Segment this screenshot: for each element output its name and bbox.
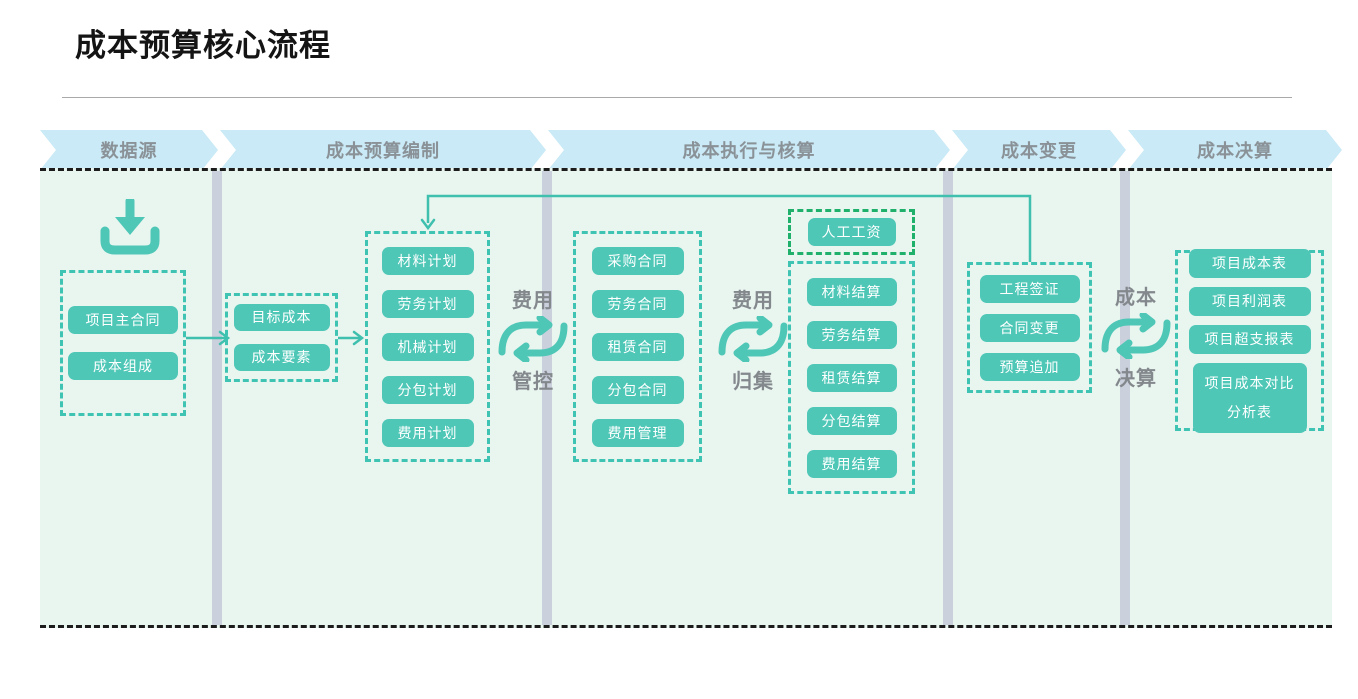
flow-node-subcontract-plan: 分包计划 — [381, 375, 474, 404]
flow-node-labor-wages: 人工工资 — [807, 218, 896, 246]
cycle-fee-collection: 费用 归集 — [710, 284, 796, 394]
flow-node-labor-plan: 劳务计划 — [381, 289, 474, 318]
flow-node-labor-settlement: 劳务结算 — [806, 320, 897, 349]
flow-node-target-cost: 目标成本 — [233, 304, 330, 331]
flow-node-cost-comparison-table: 项目成本对比分析表 — [1192, 362, 1307, 433]
stage-label: 成本变更 — [1001, 141, 1077, 161]
flow-canvas: 项目主合同 成本组成 目标成本 成本要素 材料计划 劳务计划 机械计划 分包计划… — [40, 168, 1332, 628]
stage-data-source: 数据源 — [40, 130, 218, 170]
group-settlements: 材料结算 劳务结算 租赁结算 分包结算 费用结算 — [788, 261, 915, 494]
column-divider — [943, 171, 953, 625]
flow-node-project-profit-table: 项目利润表 — [1188, 286, 1311, 316]
cycle-top-label: 费用 — [732, 290, 774, 312]
cycle-arrows-icon — [1101, 313, 1171, 359]
cycle-cost-settlement: 成本 决算 — [1093, 281, 1179, 391]
flow-node-expense-settlement: 费用结算 — [806, 449, 897, 478]
stage-final-accounts: 成本决算 — [1128, 130, 1342, 170]
cycle-arrows-icon — [498, 316, 568, 362]
group-data-source: 项目主合同 成本组成 — [60, 270, 186, 416]
column-divider — [1120, 171, 1130, 625]
stage-label: 成本决算 — [1197, 141, 1273, 161]
flow-node-material-settlement: 材料结算 — [806, 277, 897, 306]
group-contracts: 采购合同 劳务合同 租赁合同 分包合同 费用管理 — [573, 231, 702, 462]
flow-node-subcontract-settlement: 分包结算 — [806, 406, 897, 435]
stage-label: 成本执行与核算 — [682, 141, 816, 161]
flow-node-lease-contract: 租赁合同 — [591, 332, 684, 361]
flow-node-budget-addition: 预算追加 — [979, 352, 1080, 381]
flow-node-overspend-report: 项目超支报表 — [1188, 324, 1311, 354]
stage-label: 成本预算编制 — [326, 141, 440, 161]
group-cost-plans: 材料计划 劳务计划 机械计划 分包计划 费用计划 — [365, 231, 490, 462]
column-divider — [212, 171, 222, 625]
group-target-cost: 目标成本 成本要素 — [225, 293, 338, 382]
group-reports: 项目成本表 项目利润表 项目超支报表 项目成本对比分析表 — [1175, 248, 1324, 433]
column-divider — [542, 171, 552, 625]
title-divider — [62, 97, 1292, 98]
group-cost-changes: 工程签证 合同变更 预算追加 — [967, 262, 1092, 393]
flow-node-cost-elements: 成本要素 — [233, 344, 330, 371]
flow-node-machinery-plan: 机械计划 — [381, 332, 474, 361]
stage-execution-accounting: 成本执行与核算 — [548, 130, 950, 170]
flow-node-lease-settlement: 租赁结算 — [806, 363, 897, 392]
stage-cost-change: 成本变更 — [952, 130, 1126, 170]
cycle-top-label: 费用 — [512, 290, 554, 312]
cycle-top-label: 成本 — [1115, 287, 1157, 309]
flow-node-labor-contract: 劳务合同 — [591, 289, 684, 318]
cycle-fee-control: 费用 管控 — [490, 284, 576, 394]
flow-node-contract-change: 合同变更 — [979, 313, 1080, 342]
cycle-bottom-label: 决算 — [1115, 368, 1157, 390]
flow-node-engineering-visa: 工程签证 — [979, 274, 1080, 303]
download-icon — [100, 199, 160, 255]
cycle-bottom-label: 管控 — [512, 371, 554, 393]
flow-node-subcontract-contract: 分包合同 — [591, 375, 684, 404]
cycle-bottom-label: 归集 — [732, 371, 774, 393]
flow-node-cost-composition: 成本组成 — [68, 352, 178, 380]
page-title: 成本预算核心流程 — [75, 28, 331, 63]
stage-budget-preparation: 成本预算编制 — [220, 130, 546, 170]
flow-node-project-cost-table: 项目成本表 — [1188, 248, 1311, 278]
flow-node-main-contract: 项目主合同 — [68, 306, 178, 334]
flow-node-procurement-contract: 采购合同 — [591, 246, 684, 275]
flow-node-material-plan: 材料计划 — [381, 246, 474, 275]
flow-node-expense-management: 费用管理 — [591, 418, 684, 447]
cycle-arrows-icon — [718, 316, 788, 362]
group-labor-wages: 人工工资 — [788, 209, 915, 255]
flow-node-expense-plan: 费用计划 — [381, 418, 474, 447]
stage-label: 数据源 — [100, 141, 158, 161]
